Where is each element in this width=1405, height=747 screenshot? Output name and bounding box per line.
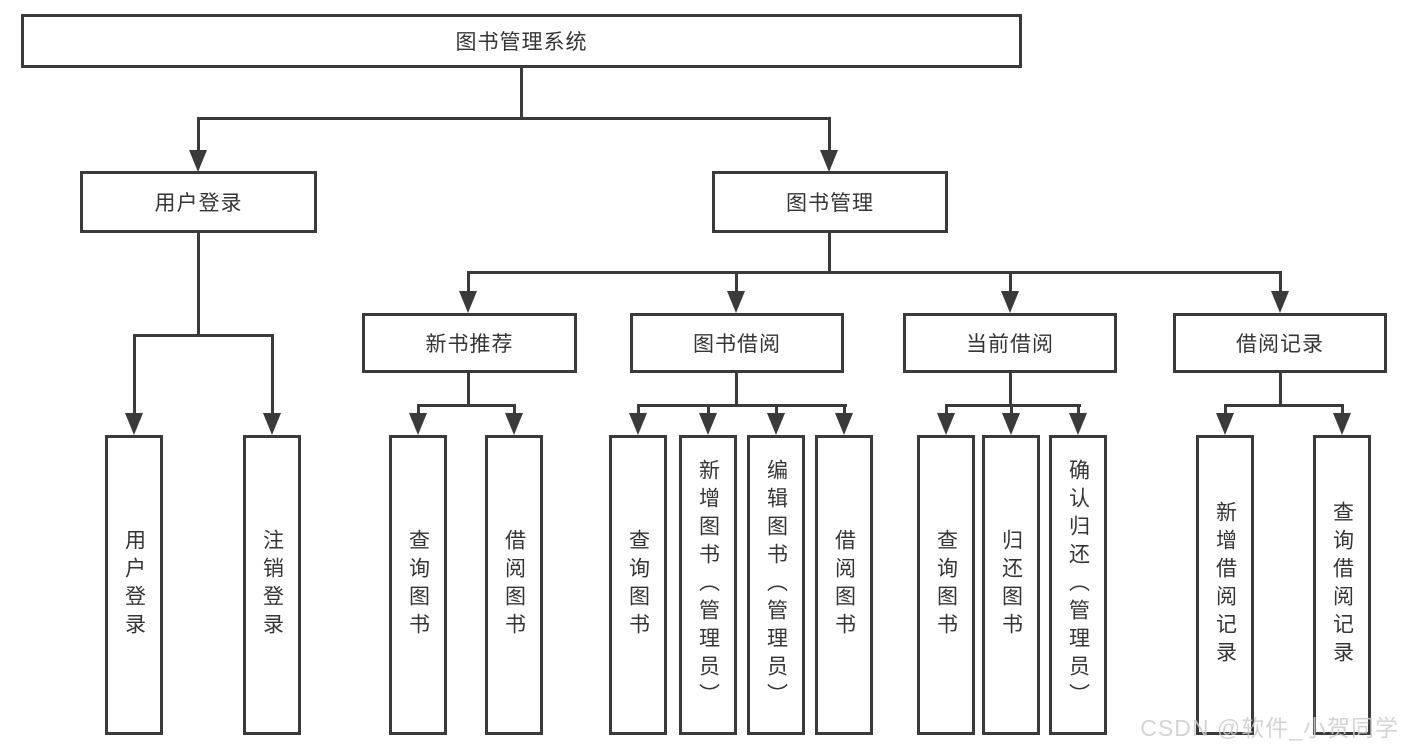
node-leaf-confirm-return-admin: 确认归还（管理员） bbox=[1049, 435, 1107, 735]
node-label: 图书管理 bbox=[786, 192, 874, 215]
arrowhead-icon bbox=[409, 413, 427, 435]
connector-line bbox=[133, 334, 274, 337]
arrowhead-icon bbox=[820, 150, 838, 172]
arrowhead-icon bbox=[1001, 291, 1019, 313]
connector-line bbox=[707, 404, 710, 416]
arrowhead-icon bbox=[1271, 291, 1289, 313]
node-label: 查询图书 bbox=[406, 529, 430, 641]
node-label: 注销登录 bbox=[260, 529, 284, 641]
node-leaf-borrow-books: 借阅图书 bbox=[815, 435, 873, 735]
connector-line bbox=[1279, 373, 1282, 406]
arrowhead-icon bbox=[1216, 413, 1234, 435]
node-leaf-add-borrow-record: 新增借阅记录 bbox=[1196, 435, 1254, 735]
connector-line bbox=[775, 404, 778, 416]
node-leaf-add-books-admin: 新增图书（管理员） bbox=[679, 435, 737, 735]
node-leaf-return-books: 归还图书 bbox=[982, 435, 1040, 735]
connector-line bbox=[513, 404, 516, 416]
node-label: 借阅图书 bbox=[502, 529, 526, 641]
arrowhead-icon bbox=[767, 413, 785, 435]
node-label: 新增借阅记录 bbox=[1213, 501, 1237, 669]
connector-line bbox=[197, 233, 200, 336]
arrowhead-icon bbox=[263, 413, 281, 435]
node-label: 用户登录 bbox=[122, 529, 146, 641]
node-label: 借阅记录 bbox=[1236, 333, 1324, 356]
node-label: 归还图书 bbox=[999, 529, 1023, 641]
node-label: 借阅图书 bbox=[832, 529, 856, 641]
arrowhead-icon bbox=[1333, 413, 1351, 435]
arrowhead-icon bbox=[505, 413, 523, 435]
connector-line bbox=[197, 117, 200, 151]
node-book-management: 图书管理 bbox=[712, 171, 948, 233]
arrowhead-icon bbox=[189, 150, 207, 172]
node-label: 查询图书 bbox=[626, 529, 650, 641]
node-library-management-system: 图书管理系统 bbox=[21, 14, 1022, 68]
node-leaf-query-books-borrow: 查询图书 bbox=[609, 435, 667, 735]
node-borrowing-records: 借阅记录 bbox=[1173, 313, 1387, 373]
node-label: 图书借阅 bbox=[693, 333, 781, 356]
connector-line bbox=[467, 271, 1282, 274]
node-current-borrowing: 当前借阅 bbox=[903, 313, 1117, 373]
connector-line bbox=[637, 404, 640, 416]
arrowhead-icon bbox=[125, 413, 143, 435]
node-leaf-user-login: 用户登录 bbox=[105, 435, 163, 735]
node-leaf-logout: 注销登录 bbox=[243, 435, 301, 735]
arrowhead-icon bbox=[699, 413, 717, 435]
connector-line bbox=[637, 404, 847, 407]
connector-line bbox=[1010, 404, 1013, 416]
connector-line bbox=[1224, 404, 1344, 407]
node-label: 图书管理系统 bbox=[455, 31, 588, 54]
connector-line bbox=[828, 233, 831, 273]
connector-line bbox=[1224, 404, 1227, 416]
connector-line bbox=[735, 271, 738, 293]
connector-line bbox=[417, 404, 420, 416]
connector-line bbox=[197, 117, 831, 120]
node-leaf-query-books-current: 查询图书 bbox=[917, 435, 975, 735]
connector-line bbox=[735, 373, 738, 406]
node-label: 查询借阅记录 bbox=[1330, 501, 1354, 669]
node-leaf-query-borrow-record: 查询借阅记录 bbox=[1313, 435, 1371, 735]
connector-line bbox=[1077, 404, 1080, 416]
arrowhead-icon bbox=[937, 413, 955, 435]
connector-line bbox=[133, 334, 136, 414]
arrowhead-icon bbox=[629, 413, 647, 435]
node-leaf-edit-books-admin: 编辑图书（管理员） bbox=[747, 435, 805, 735]
node-leaf-borrow-books-recommend: 借阅图书 bbox=[485, 435, 543, 735]
connector-line bbox=[520, 68, 523, 118]
node-label: 用户登录 bbox=[154, 192, 243, 215]
connector-line bbox=[843, 404, 846, 416]
csdn-watermark: CSDN @软件_小贺同学 bbox=[1140, 715, 1399, 741]
node-new-book-recommendation: 新书推荐 bbox=[362, 313, 577, 373]
connector-line bbox=[271, 334, 274, 414]
connector-line bbox=[945, 404, 1081, 407]
connector-line bbox=[1009, 373, 1012, 406]
connector-line bbox=[467, 271, 470, 293]
node-label: 新增图书（管理员） bbox=[696, 459, 720, 711]
connector-line bbox=[1009, 271, 1012, 293]
connector-line bbox=[417, 404, 516, 407]
node-label: 确认归还（管理员） bbox=[1066, 459, 1090, 711]
node-label: 当前借阅 bbox=[966, 333, 1054, 356]
connector-line bbox=[1341, 404, 1344, 416]
node-label: 查询图书 bbox=[934, 529, 958, 641]
node-user-login: 用户登录 bbox=[80, 171, 317, 233]
arrowhead-icon bbox=[459, 291, 477, 313]
connector-line bbox=[945, 404, 948, 416]
node-label: 编辑图书（管理员） bbox=[764, 459, 788, 711]
node-label: 新书推荐 bbox=[425, 333, 514, 356]
arrowhead-icon bbox=[1002, 413, 1020, 435]
arrowhead-icon bbox=[727, 291, 745, 313]
arrowhead-icon bbox=[1069, 413, 1087, 435]
node-book-borrowing: 图书借阅 bbox=[630, 313, 844, 373]
node-leaf-query-books-recommend: 查询图书 bbox=[389, 435, 447, 735]
arrowhead-icon bbox=[835, 413, 853, 435]
connector-line bbox=[1279, 271, 1282, 293]
connector-line bbox=[828, 117, 831, 151]
connector-line bbox=[467, 373, 470, 406]
